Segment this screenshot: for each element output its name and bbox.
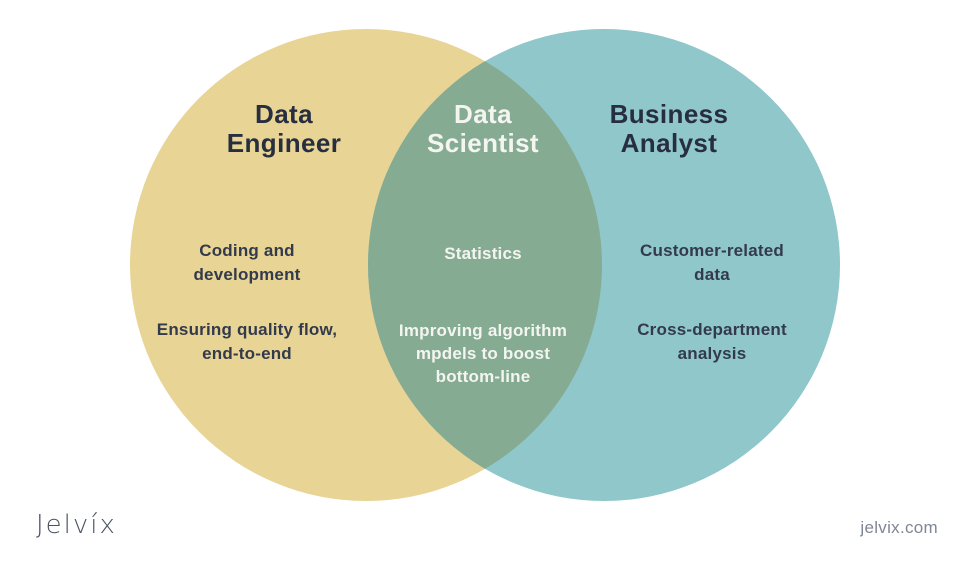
data-scientist-item-algorithms: Improving algorithm mpdels to boost bott… (398, 321, 568, 386)
data-scientist-item-statistics: Statistics (444, 244, 522, 263)
business-analyst-item-customer-data: Customer-related data (640, 241, 784, 284)
data-engineer-title: Data Engineer (226, 99, 342, 158)
jelvix-logo: Jelvíx (36, 510, 117, 540)
jelvix-website-url: jelvix.com (860, 518, 938, 537)
business-analyst-title: Business Analyst (609, 99, 729, 158)
data-scientist-title: Data Scientist (427, 99, 539, 158)
business-analyst-item-cross-department: Cross-department analysis (637, 320, 787, 363)
data-scientist-overlap-region (368, 29, 602, 501)
data-engineer-item-coding: Coding and development (193, 241, 301, 284)
data-engineer-item-quality-flow: Ensuring quality flow, end-to-end (156, 320, 338, 363)
